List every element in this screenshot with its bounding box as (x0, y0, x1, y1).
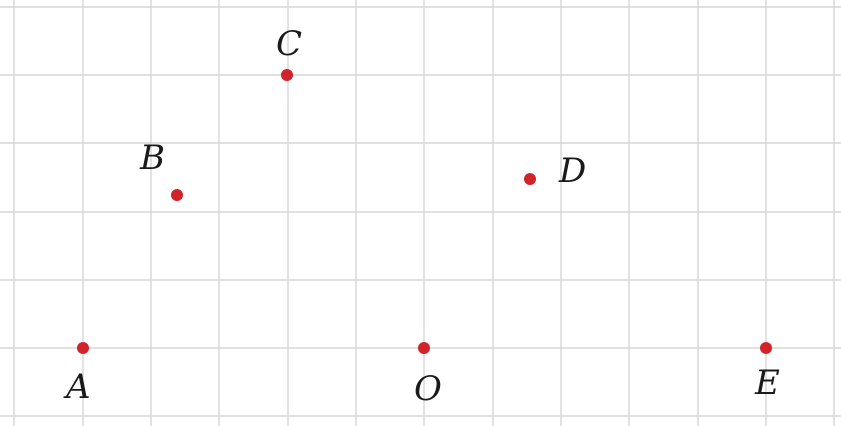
point-C-dot (281, 69, 293, 81)
point-C-label: C (276, 24, 302, 64)
point-A: A (63, 342, 91, 407)
point-E-label: E (754, 363, 780, 403)
point-E: E (754, 342, 780, 403)
point-O-label: O (414, 369, 442, 409)
point-B: B (139, 138, 183, 201)
point-D-dot (524, 173, 536, 185)
point-E-dot (760, 342, 772, 354)
point-D-label: D (558, 151, 586, 191)
point-O-dot (418, 342, 430, 354)
point-C: C (276, 24, 302, 81)
point-O: O (414, 342, 442, 409)
point-D: D (524, 151, 586, 191)
point-B-dot (171, 189, 183, 201)
point-B-label: B (139, 138, 165, 178)
point-A-label: A (63, 367, 91, 407)
point-A-dot (77, 342, 89, 354)
